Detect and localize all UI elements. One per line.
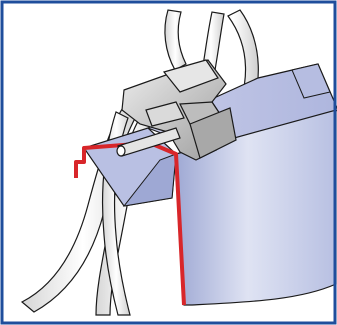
illustration-stage [0, 0, 337, 325]
clip-mount-illustration [0, 0, 337, 325]
